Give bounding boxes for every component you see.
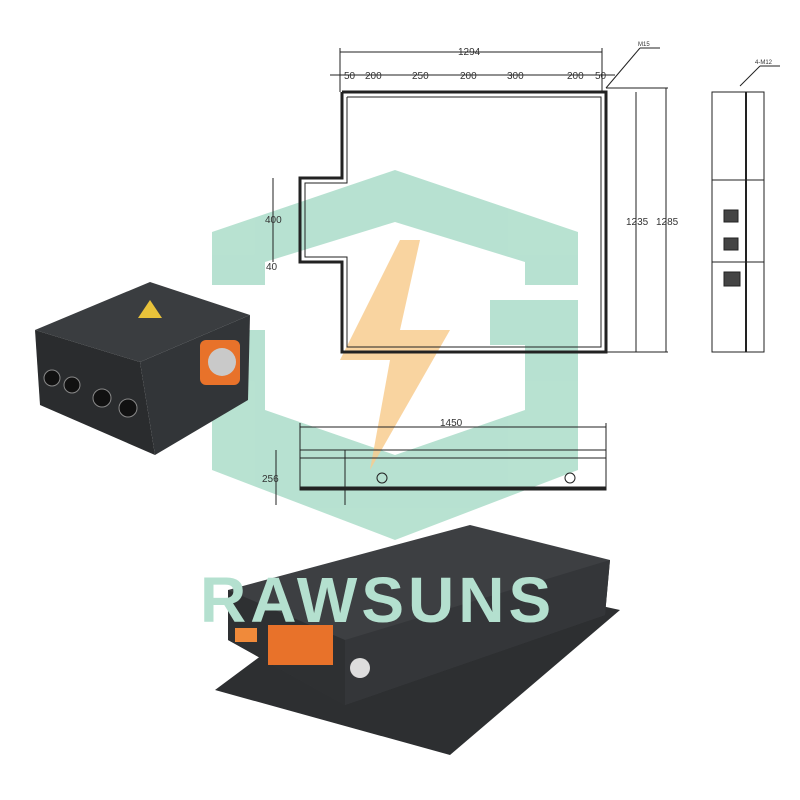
side-view [711, 65, 780, 353]
dim-outer-height: 1285 [656, 217, 679, 228]
dim-step-height: 400 [265, 215, 282, 226]
watermark-text: RAWSUNS [200, 564, 555, 636]
warning-icon [138, 300, 162, 318]
dim-seg: 250 [412, 71, 429, 82]
front-view [275, 423, 607, 505]
battery-pack-image [215, 525, 620, 755]
dim-inner-height: 1235 [626, 217, 649, 228]
logo-watermark [212, 170, 578, 540]
dim-width: 1294 [458, 47, 481, 58]
dim-seg: 300 [507, 71, 524, 82]
callout-m15: M15 [638, 42, 650, 48]
dim-step-offset: 40 [266, 262, 278, 273]
segment-dims: 50 200 250 200 300 200 50 [344, 71, 607, 82]
dim-length: 1450 [440, 418, 463, 429]
control-box-image [35, 282, 250, 455]
dim-seg: 200 [460, 71, 477, 82]
top-view [272, 47, 668, 354]
dim-seg: 50 [344, 71, 356, 82]
callout-m12: 4-M12 [755, 60, 773, 66]
dim-seg: 200 [365, 71, 382, 82]
dim-seg: 200 [567, 71, 584, 82]
dim-seg: 50 [595, 71, 607, 82]
bolt-icon [340, 240, 450, 470]
dim-height: 256 [262, 474, 279, 485]
